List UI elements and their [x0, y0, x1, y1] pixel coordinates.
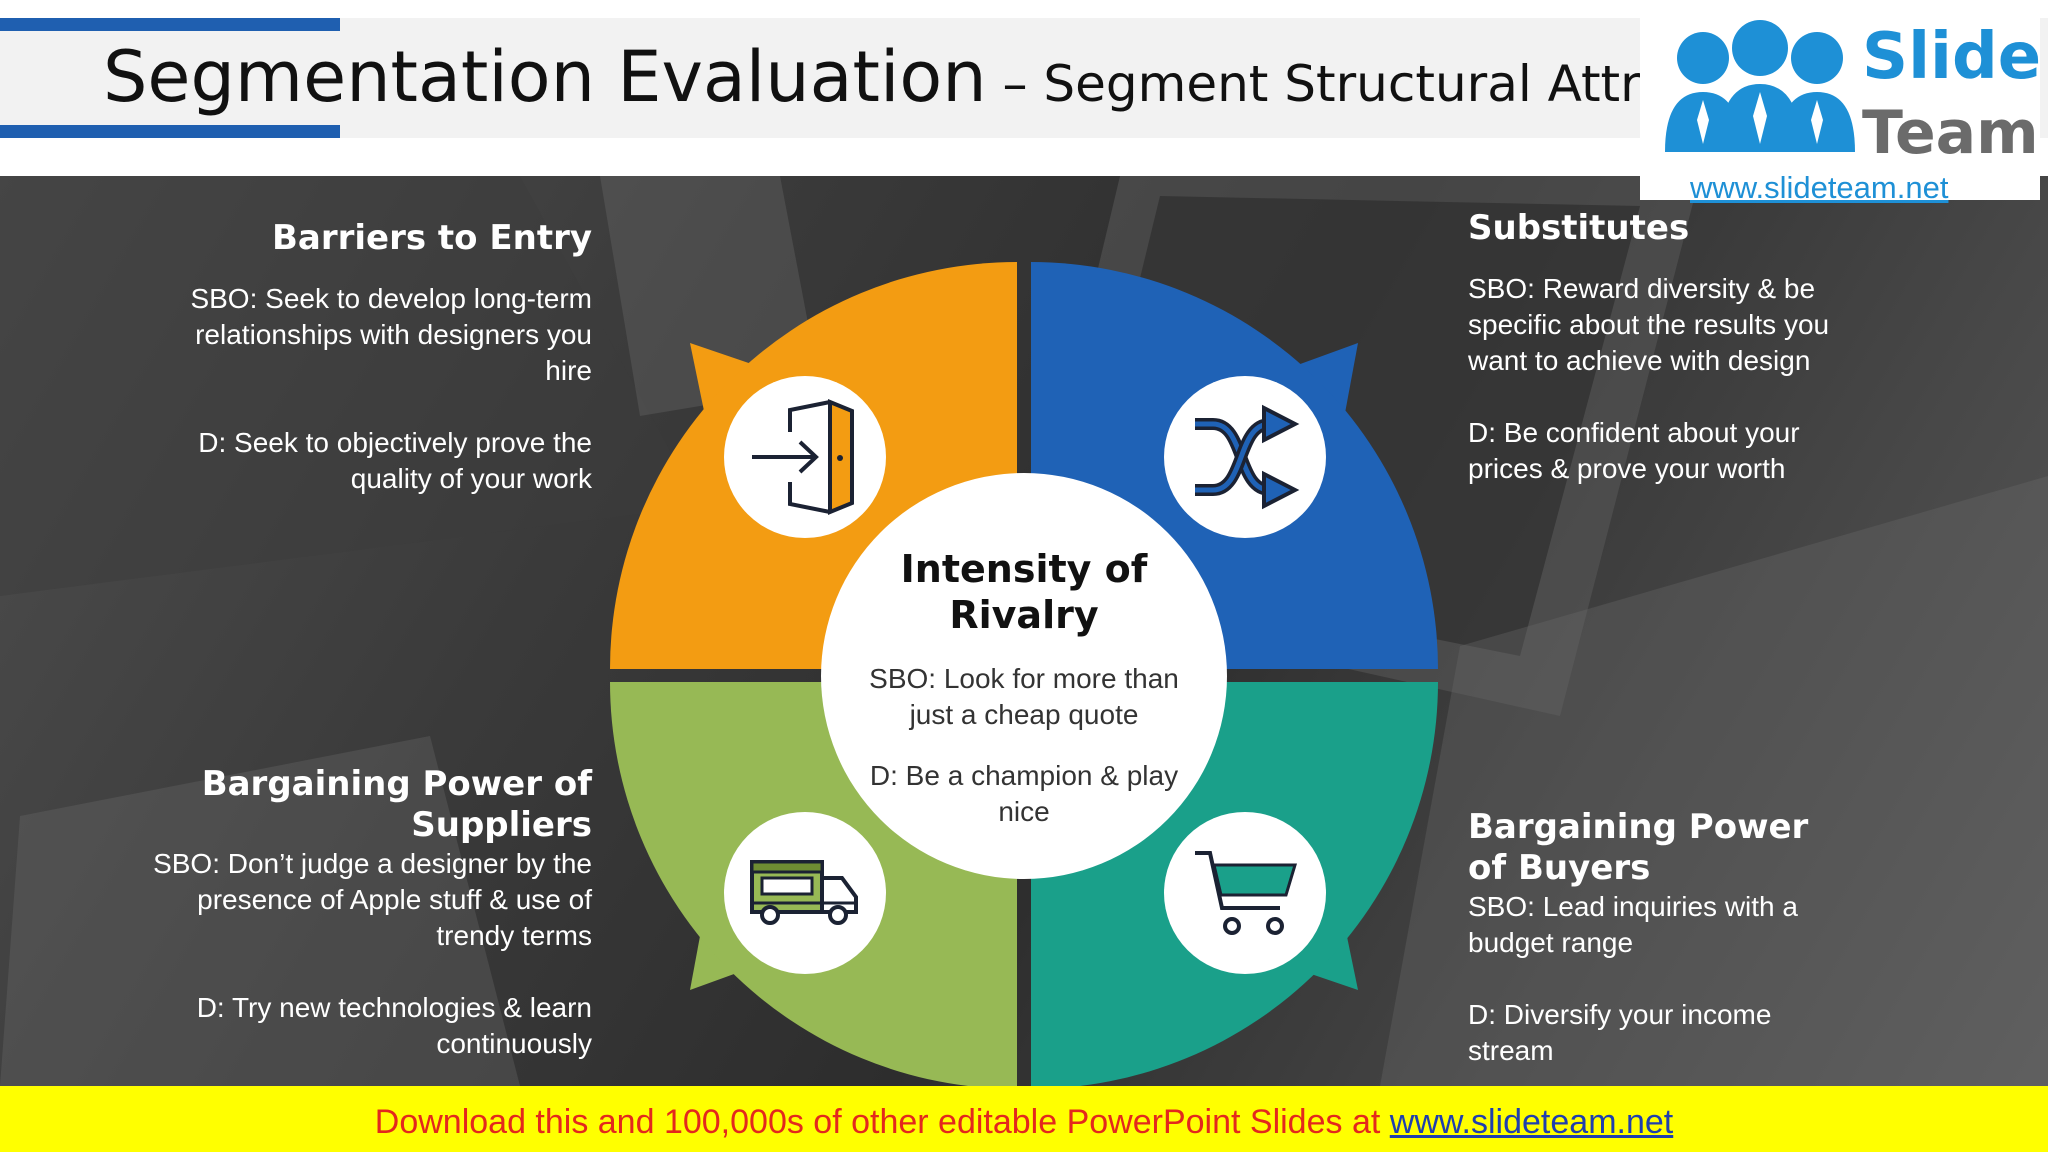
suppliers-title-line2: Suppliers [411, 805, 592, 845]
shopping-cart-icon [1164, 812, 1326, 974]
download-banner: Download this and 100,000s of other edit… [0, 1086, 2048, 1152]
shuffle-arrows-icon [1164, 376, 1326, 538]
buyers-title-line2: of Buyers [1468, 848, 1651, 888]
logo-word-slide: Slide [1862, 20, 2042, 94]
buyers-sbo-line1: SBO: Lead inquiries with a [1468, 891, 1798, 922]
suppliers-sbo-line3: trendy terms [436, 920, 592, 951]
suppliers-sbo-line2: presence of Apple stuff & use of [197, 884, 592, 915]
barriers-sbo-line3: hire [545, 355, 592, 386]
door-entry-icon [724, 376, 886, 538]
buyers-title-line1: Bargaining Power [1468, 807, 1809, 847]
substitutes-d-line2: prices & prove your worth [1468, 453, 1786, 484]
substitutes-title: Substitutes [1468, 208, 1690, 248]
food-truck-icon [724, 812, 886, 974]
title-main: Segmentation Evaluation [103, 36, 987, 118]
bargaining-power-buyers-block: Bargaining Power of Buyers SBO: Lead inq… [1468, 807, 1898, 1069]
substitutes-sbo-line2: specific about the results you [1468, 309, 1830, 340]
barriers-d-line1: D: Seek to objectively prove the [198, 427, 592, 458]
people-logo-icon [1665, 20, 1855, 152]
barriers-to-entry-block: Barriers to Entry SBO: Seek to develop l… [60, 218, 592, 497]
suppliers-d-line1: D: Try new technologies & learn [196, 992, 592, 1023]
barriers-title: Barriers to Entry [271, 218, 592, 258]
buyers-sbo-line2: budget range [1468, 927, 1634, 958]
substitutes-d-line1: D: Be confident about your [1468, 417, 1800, 448]
barriers-sbo-line1: SBO: Seek to develop long-term [190, 283, 592, 314]
substitutes-sbo-line1: SBO: Reward diversity & be [1468, 273, 1816, 304]
center-title-line2: Rivalry [949, 593, 1098, 637]
center-title-line1: Intensity of [901, 547, 1148, 591]
footer-link[interactable]: www.slideteam.net [1389, 1103, 1674, 1141]
barriers-sbo-line2: relationships with designers you [195, 319, 592, 350]
suppliers-sbo-line1: SBO: Don’t judge a designer by the [153, 848, 592, 879]
center-d-line1: D: Be a champion & play [870, 760, 1178, 791]
center-sbo-line1: SBO: Look for more than [869, 663, 1179, 694]
accent-bar-top [0, 18, 340, 31]
footer-text: Download this and 100,000s of other edit… [374, 1103, 1390, 1141]
logo-word-team: Team [1862, 98, 2039, 168]
center-d-line2: nice [998, 796, 1049, 827]
suppliers-d-line2: continuously [436, 1028, 592, 1059]
buyers-d-line1: D: Diversify your income [1468, 999, 1772, 1030]
center-circle [821, 473, 1227, 879]
center-sbo-line2: just a cheap quote [909, 699, 1139, 730]
substitutes-block: Substitutes SBO: Reward diversity & be s… [1468, 208, 1898, 487]
buyers-d-line2: stream [1468, 1035, 1554, 1066]
slideteam-logo[interactable]: Slide Team www.slideteam.net [1640, 10, 2042, 205]
logo-url-link[interactable]: www.slideteam.net [1690, 170, 1949, 205]
barriers-d-line2: quality of your work [350, 463, 592, 494]
bargaining-power-suppliers-block: Bargaining Power of Suppliers SBO: Don’t… [60, 764, 592, 1062]
accent-bar-bottom [0, 125, 340, 138]
substitutes-sbo-line3: want to achieve with design [1468, 345, 1811, 376]
suppliers-title-line1: Bargaining Power of [201, 764, 592, 804]
